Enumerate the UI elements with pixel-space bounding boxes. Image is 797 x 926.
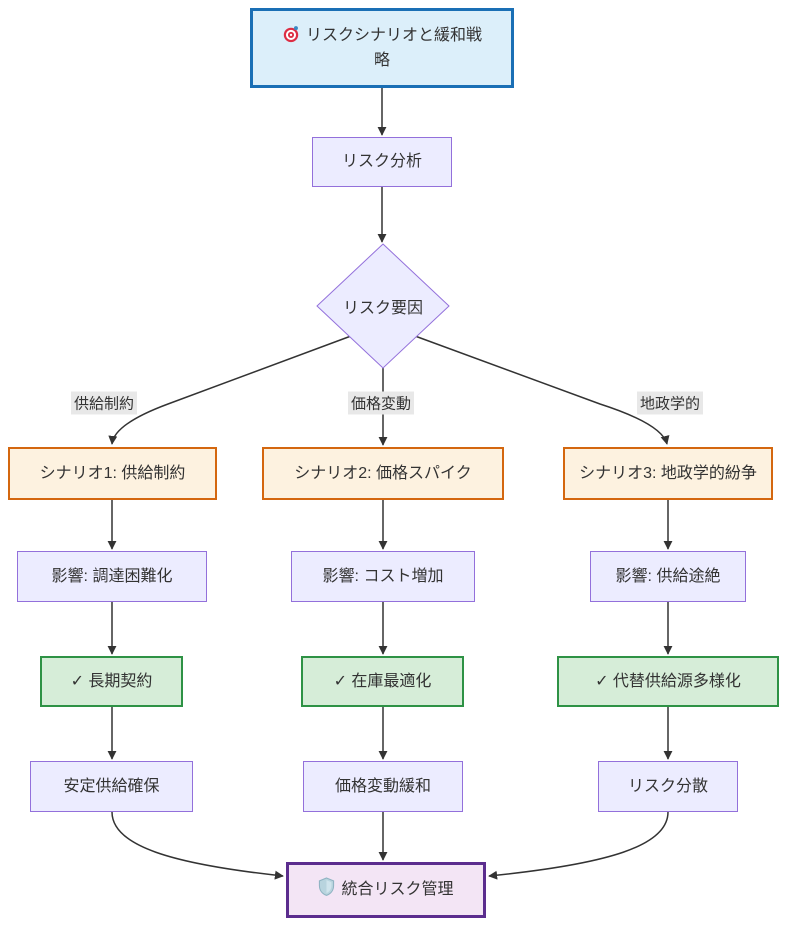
impact-3-label: 影響: 供給途絶: [615, 567, 721, 585]
edge-decision-to-scenario1: [108, 335, 352, 445]
impact-2-label: 影響: コスト増加: [322, 567, 444, 585]
mitigation-1-label: ✓ 長期契約: [70, 672, 153, 690]
scenario-1-label: シナリオ1: 供給制約: [39, 464, 186, 482]
scenario-2-label: シナリオ2: 価格スパイク: [294, 464, 472, 482]
outcome-1-label: 安定供給確保: [63, 777, 160, 795]
node-impact-2: 影響: コスト増加: [291, 551, 475, 602]
risk-analysis-label: リスク分析: [341, 153, 422, 171]
edge-decision-to-scenario3: [414, 335, 670, 445]
node-impact-3: 影響: 供給途絶: [590, 551, 746, 602]
edge-label-supply: 供給制約: [70, 391, 138, 415]
target-icon: [282, 25, 300, 50]
node-risk-analysis: リスク分析: [312, 137, 452, 187]
edge-outcome1-to-final: [111, 811, 284, 880]
node-impact-1: 影響: 調達困難化: [17, 551, 207, 602]
node-scenario-1: シナリオ1: 供給制約: [8, 447, 217, 500]
decision-diamond-shape: [316, 243, 450, 369]
mitigation-3-label: ✓ 代替供給源多様化: [595, 672, 741, 690]
outcome-3-label: リスク分散: [627, 777, 708, 795]
node-outcome-1: 安定供給確保: [30, 761, 193, 812]
outcome-2-label: 価格変動緩和: [334, 777, 431, 795]
node-scenario-2: シナリオ2: 価格スパイク: [262, 447, 504, 500]
mitigation-2-label: ✓ 在庫最適化: [333, 672, 432, 690]
node-mitigation-2: ✓ 在庫最適化: [301, 656, 464, 707]
edge-outcome3-to-final: [488, 811, 669, 880]
node-outcome-2: 価格変動緩和: [303, 761, 463, 812]
impact-1-label: 影響: 調達困難化: [51, 567, 173, 585]
shield-icon: [318, 877, 335, 903]
node-decision-label: リスク要因: [342, 300, 424, 317]
title-label: リスクシナリオと緩和戦略: [305, 26, 482, 69]
node-outcome-3: リスク分散: [598, 761, 738, 812]
node-final: 統合リスク管理: [286, 862, 486, 918]
scenario-3-label: シナリオ3: 地政学的紛争: [579, 464, 757, 482]
edge-label-geopolitical: 地政学的: [636, 391, 704, 415]
edge-label-price: 価格変動: [347, 391, 415, 415]
node-scenario-3: シナリオ3: 地政学的紛争: [563, 447, 773, 500]
node-mitigation-1: ✓ 長期契約: [40, 656, 183, 707]
node-mitigation-3: ✓ 代替供給源多様化: [557, 656, 779, 707]
final-label: 統合リスク管理: [341, 881, 454, 899]
node-title: リスクシナリオと緩和戦略: [250, 8, 514, 88]
